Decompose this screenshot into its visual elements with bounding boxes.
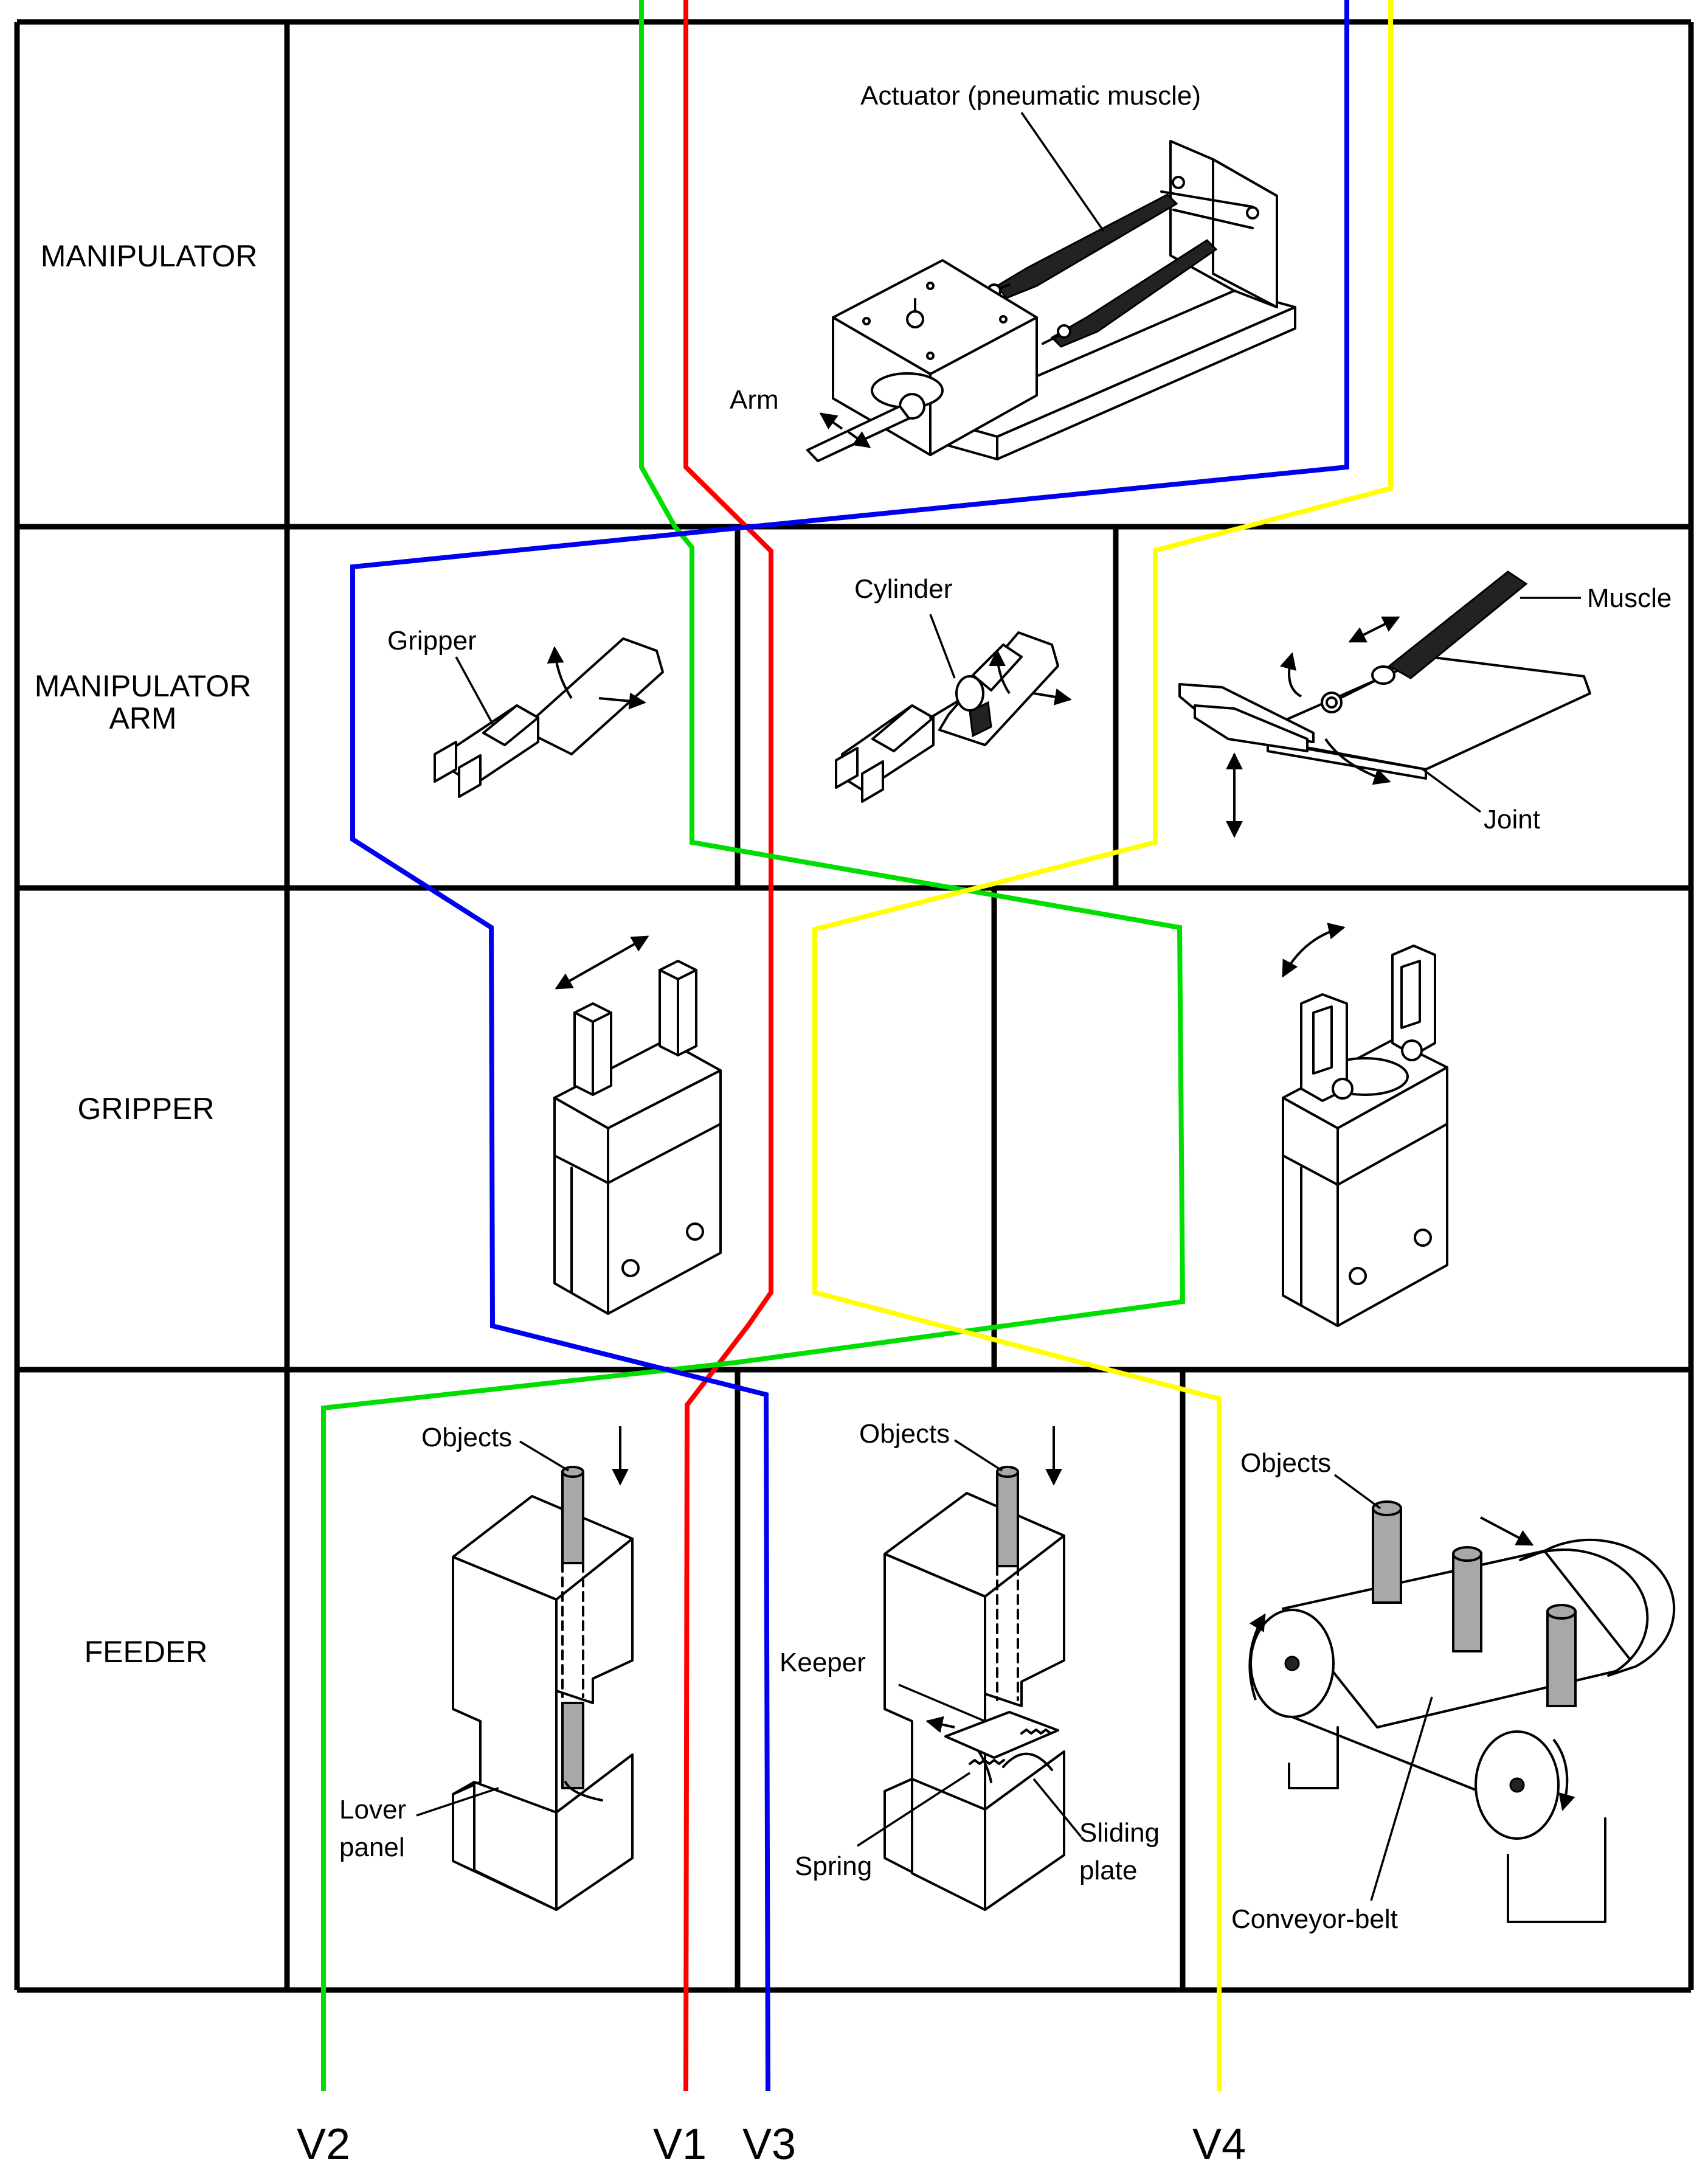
- leader-joint: [1422, 768, 1482, 813]
- label-sliding-plate-2: plate: [1079, 1856, 1137, 1885]
- leader-objects-2: [954, 1439, 1003, 1472]
- route-v4: [812, 0, 1393, 2091]
- row-label-manipulator-arm: MANIPULATOR: [35, 669, 252, 703]
- label-objects-3: Objects: [1240, 1448, 1331, 1478]
- row-label-manipulator: MANIPULATOR: [41, 239, 258, 273]
- variant-label-v2: V2: [297, 2120, 350, 2169]
- feeder-keeper-drawing: [883, 1426, 1065, 1911]
- label-spring: Spring: [795, 1851, 872, 1881]
- label-sliding-plate: Sliding: [1079, 1818, 1160, 1848]
- feeder-conveyor-drawing: [1248, 1500, 1676, 1923]
- label-actuator: Actuator (pneumatic muscle): [860, 81, 1201, 111]
- label-lover-panel: Lover: [339, 1795, 406, 1825]
- label-muscle: Muscle: [1587, 583, 1672, 613]
- gripper-parallel-drawing: [553, 935, 722, 1315]
- leader-objects-3: [1333, 1474, 1381, 1510]
- variant-label-v1: V1: [653, 2120, 707, 2169]
- label-arm: Arm: [730, 385, 779, 415]
- leader-spring: [857, 1772, 970, 1847]
- manipulator-actuator-drawing: [806, 140, 1296, 462]
- grid-lines: [14, 19, 1694, 1993]
- label-joint: Joint: [1484, 805, 1540, 834]
- arm-gripper-drawing: [434, 637, 664, 798]
- route-v3: [350, 0, 1349, 2092]
- label-lover-panel-2: panel: [339, 1833, 405, 1862]
- label-objects-2: Objects: [859, 1419, 950, 1449]
- leader-keeper: [898, 1683, 986, 1722]
- leader-objects-1: [519, 1440, 569, 1472]
- feeder-lover-panel-drawing: [452, 1426, 634, 1911]
- variant-label-v4: V4: [1192, 2120, 1246, 2169]
- route-v1: [683, 0, 773, 2092]
- arm-muscle-joint-drawing: [1178, 570, 1591, 838]
- row-label-gripper: GRIPPER: [77, 1092, 214, 1126]
- leader-conveyor-belt: [1370, 1696, 1433, 1901]
- gripper-angular-drawing: [1282, 923, 1448, 1327]
- arm-cylinder-drawing: [835, 631, 1072, 803]
- leader-lover-panel: [416, 1787, 499, 1817]
- leader-sliding-plate: [1032, 1778, 1082, 1838]
- leader-actuator: [1020, 112, 1105, 232]
- label-cylinder: Cylinder: [854, 574, 952, 604]
- label-gripper: Gripper: [387, 626, 477, 656]
- leader-gripper: [455, 656, 494, 724]
- row-label-feeder: FEEDER: [85, 1635, 208, 1669]
- route-v2: [321, 0, 1186, 2091]
- leader-cylinder: [929, 614, 956, 679]
- label-conveyor-belt: Conveyor-belt: [1231, 1904, 1398, 1934]
- label-keeper: Keeper: [780, 1648, 866, 1677]
- variant-label-v3: V3: [742, 2120, 796, 2169]
- row-label-manipulator-arm-2: ARM: [109, 701, 176, 735]
- label-objects-1: Objects: [421, 1423, 512, 1452]
